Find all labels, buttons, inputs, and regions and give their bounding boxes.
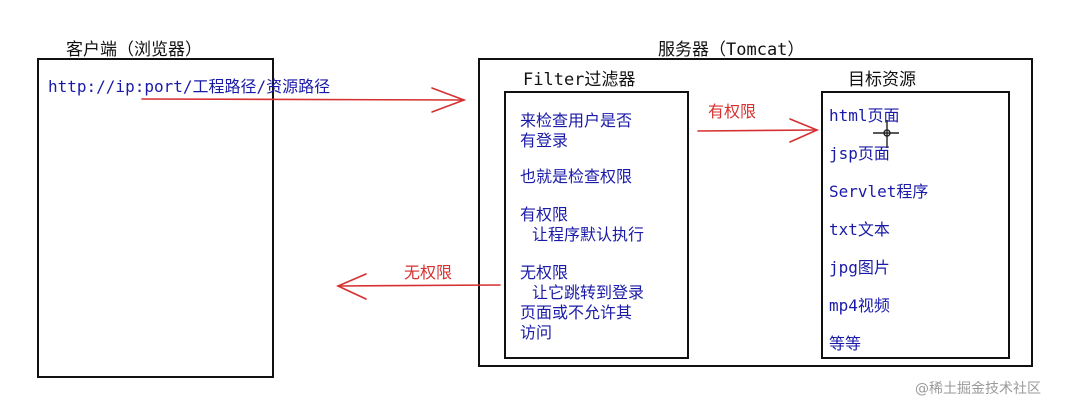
crosshair-cursor-icon bbox=[873, 120, 899, 148]
filter-title: Filter过滤器 bbox=[523, 70, 636, 90]
watermark: @稀土掘金技术社区 bbox=[915, 381, 1041, 397]
no-permission-label: 无权限 bbox=[404, 263, 453, 282]
filter-line-2: 有登录 bbox=[520, 131, 569, 150]
filter-line-6: 无权限 bbox=[520, 263, 569, 282]
request-arrow bbox=[141, 87, 467, 113]
client-box bbox=[37, 58, 274, 378]
no-permission-arrow bbox=[336, 273, 501, 300]
has-permission-label: 有权限 bbox=[708, 102, 757, 121]
resources-title: 目标资源 bbox=[848, 70, 916, 90]
resources-box bbox=[821, 91, 1010, 359]
filter-line-8: 页面或不允许其 bbox=[520, 303, 633, 322]
client-title: 客户端（浏览器） bbox=[66, 40, 202, 60]
resource-item-etc: 等等 bbox=[829, 334, 862, 353]
server-title: 服务器（Tomcat） bbox=[658, 40, 805, 60]
filter-line-1: 来检查用户是否 bbox=[520, 111, 633, 130]
filter-line-3: 也就是检查权限 bbox=[520, 167, 633, 186]
resource-item-txt: txt文本 bbox=[829, 220, 890, 239]
filter-line-4: 有权限 bbox=[520, 205, 569, 224]
filter-line-9: 访问 bbox=[520, 323, 553, 342]
request-url: http://ip:port/工程路径/资源路径 bbox=[48, 77, 331, 96]
filter-line-5: 让程序默认执行 bbox=[532, 225, 645, 244]
resource-item-mp4: mp4视频 bbox=[829, 296, 890, 315]
has-permission-arrow bbox=[697, 118, 820, 143]
filter-box bbox=[504, 91, 689, 359]
resource-item-servlet: Servlet程序 bbox=[829, 182, 929, 201]
resource-item-jpg: jpg图片 bbox=[829, 258, 890, 277]
resource-item-html: html页面 bbox=[829, 106, 900, 125]
filter-line-7: 让它跳转到登录 bbox=[532, 283, 645, 302]
resource-item-jsp: jsp页面 bbox=[829, 144, 890, 163]
